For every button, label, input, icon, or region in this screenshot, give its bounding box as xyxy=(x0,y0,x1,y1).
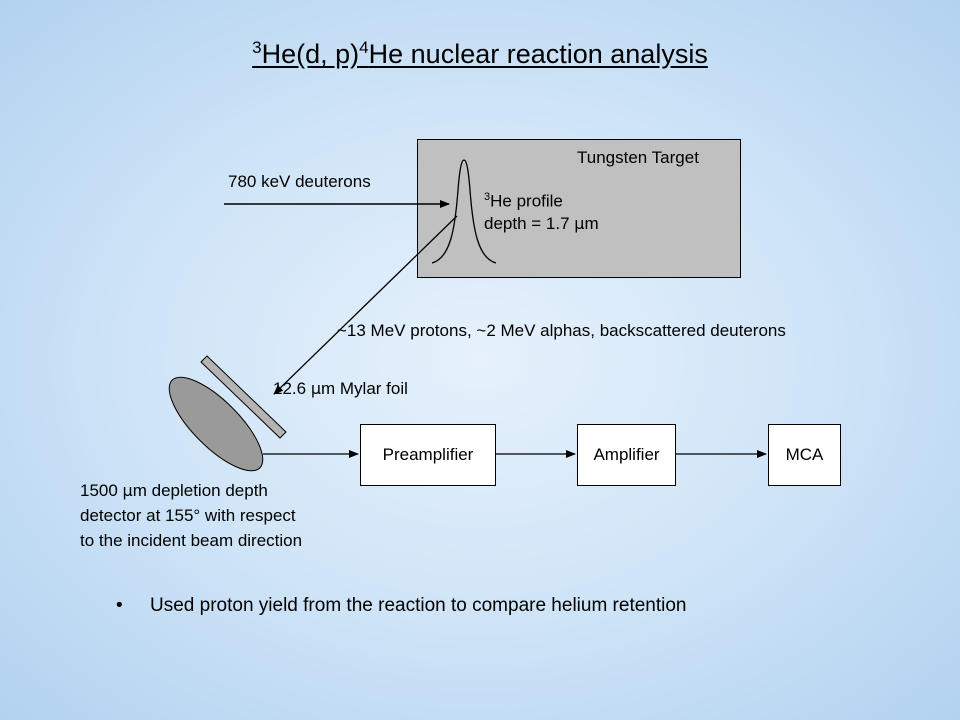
helium-profile-peak xyxy=(431,159,497,264)
profile-line2-suffix: m xyxy=(584,213,599,233)
mylar-foil xyxy=(200,355,287,439)
profile-line2-prefix: depth = 1.7 xyxy=(484,213,575,233)
page-title: 3He(d, p)4He nuclear reaction analysis xyxy=(0,38,960,70)
mca-label: MCA xyxy=(785,445,824,464)
title-text-part2: He nuclear reaction analysis xyxy=(368,39,708,69)
foil-prefix: 12.6 xyxy=(273,379,311,398)
detector-label: 1500 µm depletion depth detector at 155° … xyxy=(80,478,302,553)
amplifier-box: Amplifier xyxy=(577,424,676,486)
bullet-point: • Used proton yield from the reaction to … xyxy=(116,595,687,617)
tungsten-target-box xyxy=(417,139,741,278)
title-superscript-3: 3 xyxy=(252,38,262,57)
preamplifier-box: Preamplifier xyxy=(360,424,496,486)
detector-ellipse xyxy=(168,376,264,472)
profile-line1: He profile xyxy=(490,191,563,211)
preamplifier-label: Preamplifier xyxy=(382,445,474,464)
mca-box: MCA xyxy=(768,424,841,486)
deuteron-beam-label: 780 keV deuterons xyxy=(228,172,371,191)
foil-suffix: m Mylar foil xyxy=(321,379,408,398)
profile-superscript: 3 xyxy=(484,191,491,203)
reaction-products-label: ~13 MeV protons, ~2 MeV alphas, backscat… xyxy=(337,321,786,340)
reaction-products-arrow xyxy=(273,215,458,395)
detector-line1-greek: µ xyxy=(122,481,133,500)
title-superscript-4: 4 xyxy=(359,38,369,57)
foil-greek: µ xyxy=(310,379,321,398)
bullet-text: Used proton yield from the reaction to c… xyxy=(150,595,687,616)
detector-line2: detector at 155° with respect xyxy=(80,506,296,525)
bullet-symbol: • xyxy=(116,595,123,616)
amplifier-label: Amplifier xyxy=(593,445,660,464)
tungsten-target-label: Tungsten Target xyxy=(577,148,699,167)
mylar-foil-label: 12.6 µm Mylar foil xyxy=(273,377,408,401)
detector-line3: to the incident beam direction xyxy=(80,531,303,550)
detector-line1-suffix: m depletion depth xyxy=(132,481,268,500)
title-text-part1: He(d, p) xyxy=(261,39,360,69)
profile-line2-greek: µ xyxy=(574,213,585,233)
detector-line1-prefix: 1500 xyxy=(80,481,123,500)
